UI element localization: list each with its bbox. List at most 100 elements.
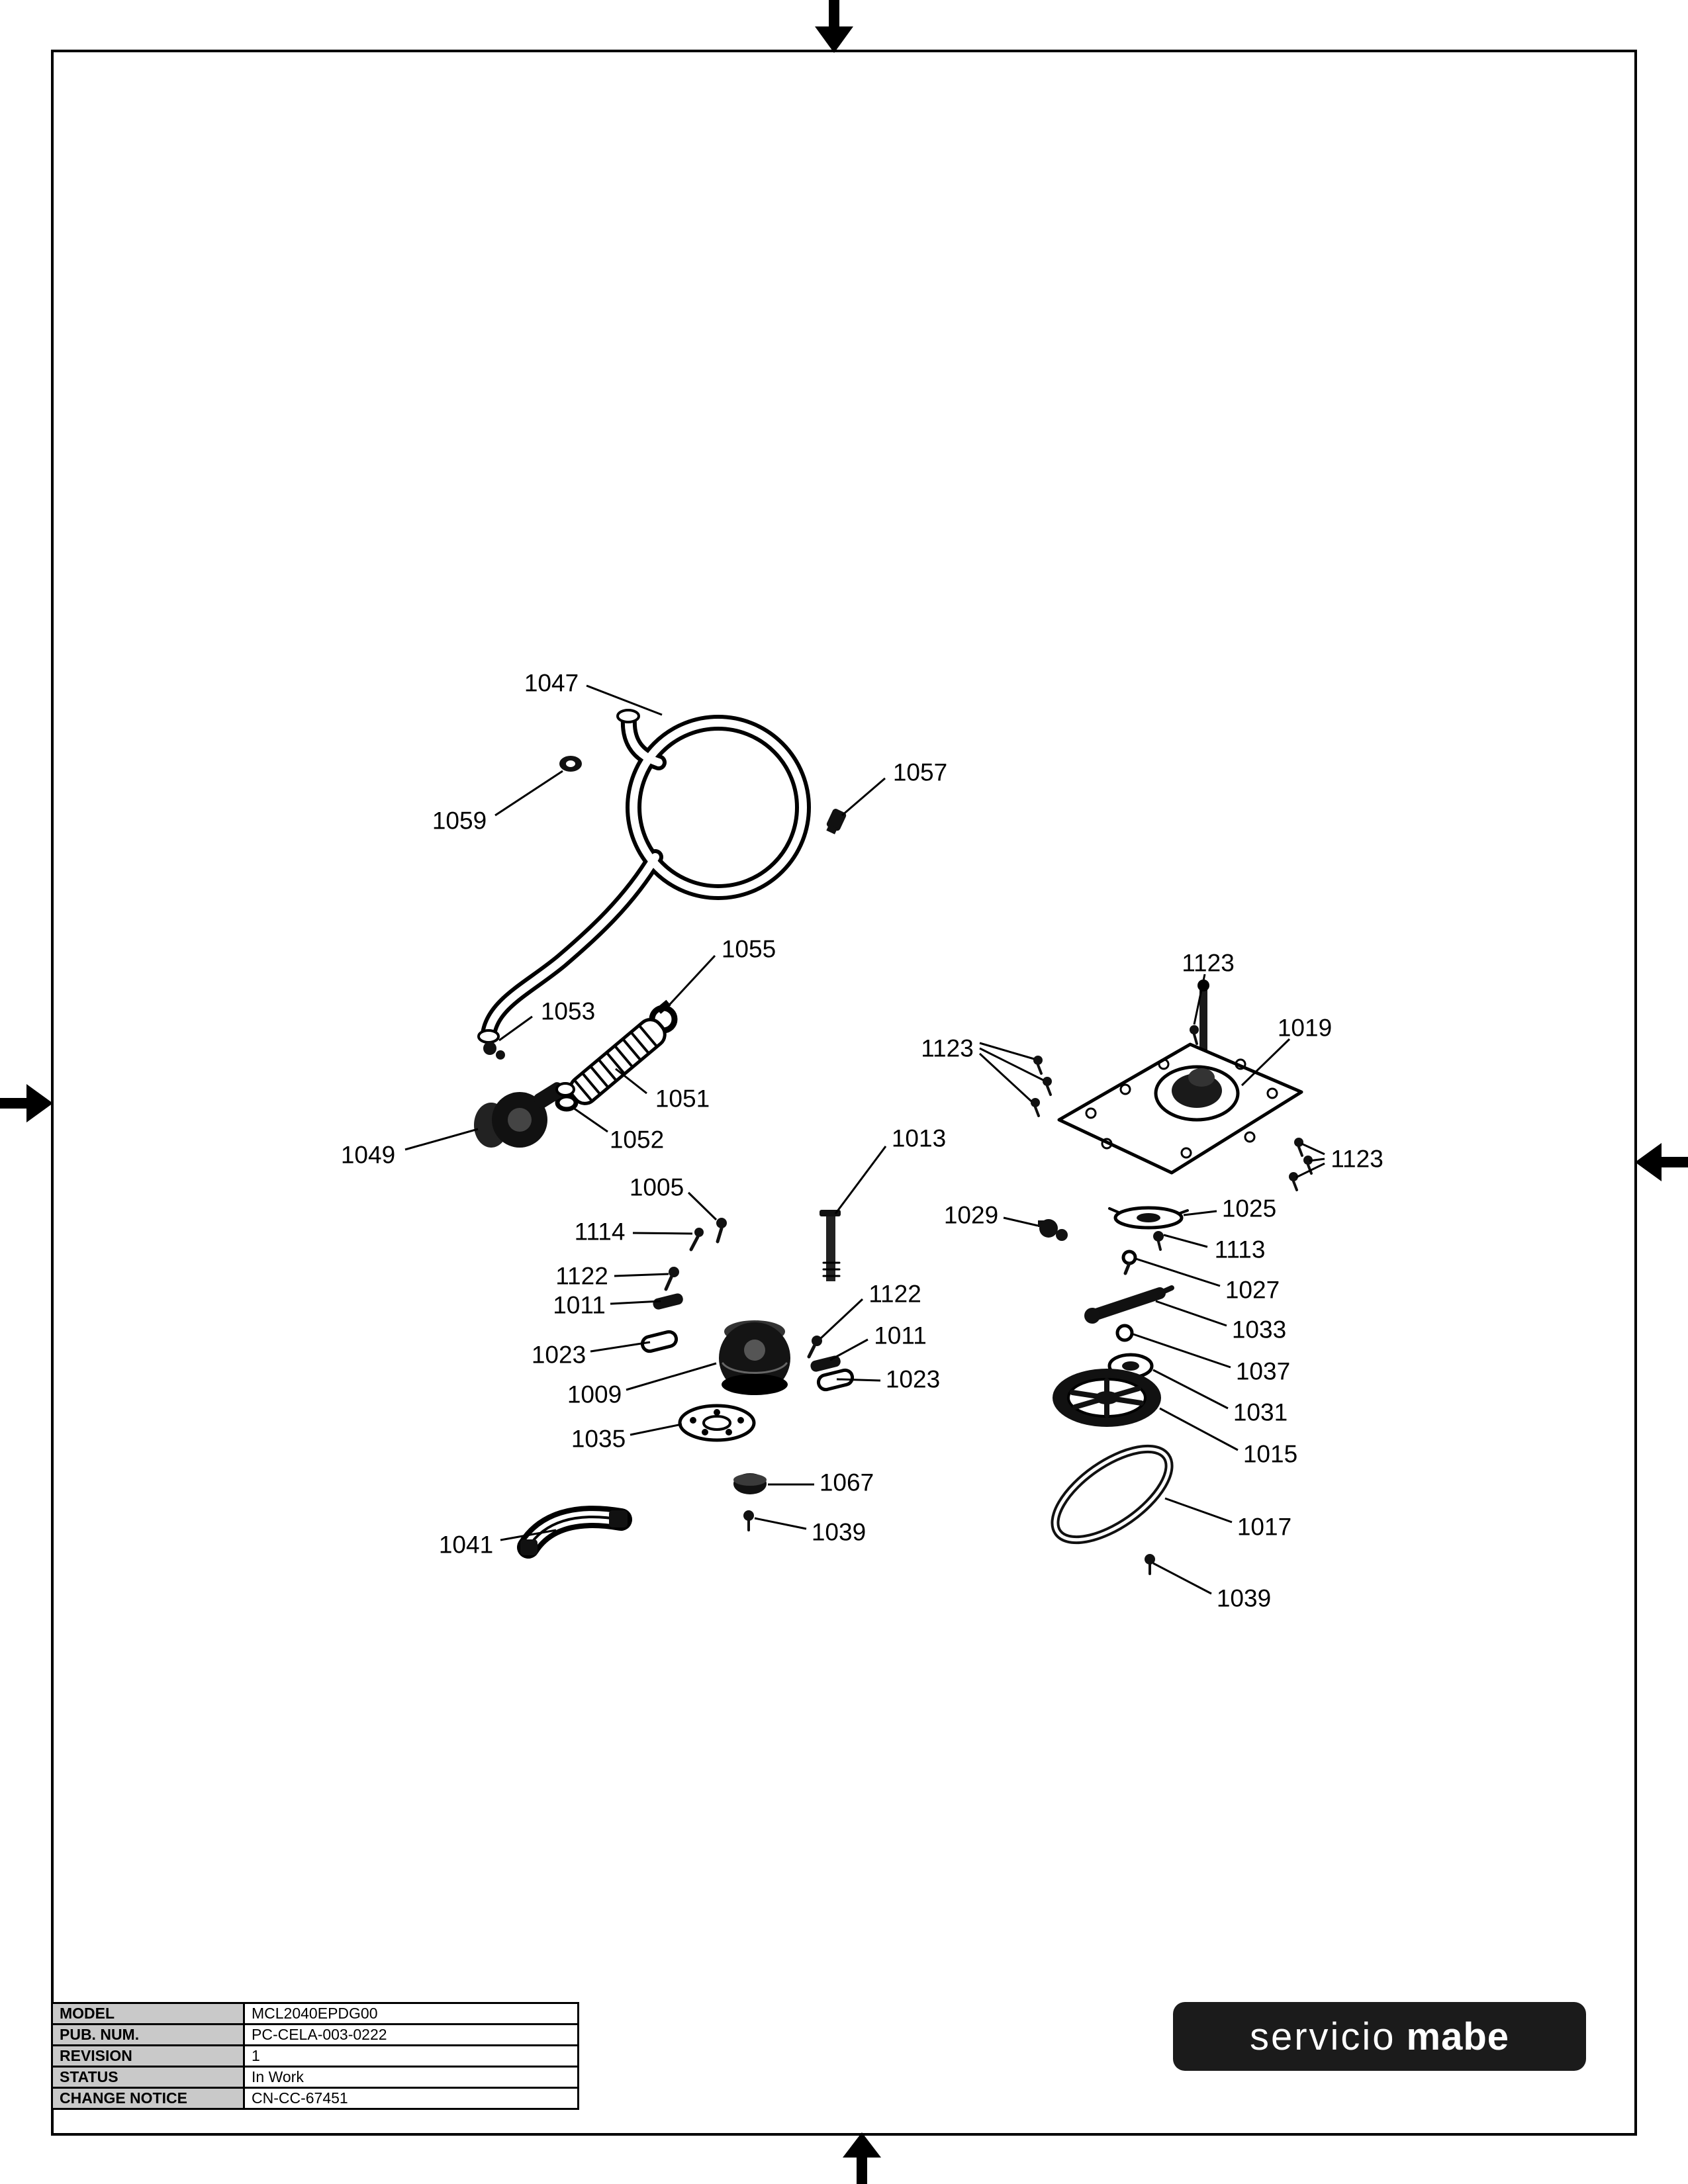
callout-label-1029: 1029 xyxy=(944,1202,998,1229)
part-screws-1123 xyxy=(1031,1025,1313,1191)
callout-leader-line xyxy=(1159,1407,1239,1451)
title-block-label: CHANGE NOTICE xyxy=(51,2087,245,2110)
title-block-label: PUB. NUM. xyxy=(51,2023,245,2046)
part-gear-plate xyxy=(1108,1206,1189,1230)
callout-label-1011: 1011 xyxy=(874,1322,927,1349)
part-bolt xyxy=(716,1218,727,1244)
callout-labels: 1047105910571055105310511052104910131005… xyxy=(341,670,1383,1612)
part-corrugated-hose xyxy=(569,1018,667,1105)
part-screw xyxy=(664,1267,679,1291)
callout-leader-line xyxy=(1301,1142,1325,1156)
callout-leader-line xyxy=(632,1232,693,1235)
part-clutch-disc xyxy=(678,1404,756,1442)
callout-label-1027: 1027 xyxy=(1225,1277,1280,1304)
callout-label-1039: 1039 xyxy=(812,1519,866,1546)
callout-label-1053: 1053 xyxy=(541,998,595,1025)
logo-word-mabe: mabe xyxy=(1406,2015,1510,2058)
callout-label-1031: 1031 xyxy=(1233,1399,1288,1426)
part-hose-bracket xyxy=(517,1506,632,1559)
callout-label-1122: 1122 xyxy=(868,1281,921,1308)
title-block-value: PC-CELA-003-0222 xyxy=(243,2023,579,2046)
callout-label-1067: 1067 xyxy=(820,1469,874,1496)
callout-label-1123: 1123 xyxy=(1331,1146,1383,1173)
part-screw xyxy=(689,1228,704,1251)
callout-label-1049: 1049 xyxy=(341,1142,395,1169)
part-mount-gasket xyxy=(816,1368,855,1392)
callout-label-1033: 1033 xyxy=(1232,1316,1286,1343)
callout-leader-line xyxy=(979,1047,1044,1081)
part-hose-clamp-lower xyxy=(483,1042,505,1060)
callout-leader-line xyxy=(494,770,563,817)
part-grommet xyxy=(559,756,582,772)
callout-leader-line xyxy=(1241,1038,1291,1087)
callout-label-1025: 1025 xyxy=(1222,1195,1276,1222)
callout-leader-line xyxy=(590,1341,651,1353)
callout-leader-line xyxy=(1152,1562,1212,1595)
callout-leader-line xyxy=(829,1338,868,1361)
callout-leader-line xyxy=(610,1300,661,1305)
callout-label-1122: 1122 xyxy=(555,1263,608,1290)
title-block-label: REVISION xyxy=(51,2044,245,2068)
callout-label-1035: 1035 xyxy=(571,1426,626,1453)
part-motor xyxy=(719,1320,790,1395)
callout-leader-line xyxy=(1155,1300,1227,1327)
callout-leader-line xyxy=(836,1378,881,1382)
part-mount-gasket xyxy=(640,1330,679,1353)
part-shift-bracket xyxy=(1038,1219,1068,1241)
callout-leader-line xyxy=(979,1042,1035,1060)
part-bolt xyxy=(1121,1250,1137,1275)
callout-leader-line xyxy=(573,1107,608,1133)
callout-leader-line xyxy=(626,1362,717,1391)
reg-arrow-top-icon xyxy=(815,0,853,53)
part-drive-belt xyxy=(1051,1444,1174,1545)
reg-arrow-left-icon xyxy=(0,1084,53,1122)
callout-leader-line xyxy=(1135,1257,1221,1287)
callout-leader-line xyxy=(1309,1158,1325,1162)
part-washer xyxy=(1153,1231,1164,1251)
part-drain-hose xyxy=(477,709,811,1044)
logo-word-servicio: servicio xyxy=(1249,2015,1396,2058)
callout-leader-line xyxy=(586,684,663,716)
part-transmission-assembly xyxy=(1057,979,1303,1175)
callout-label-1041: 1041 xyxy=(439,1531,493,1559)
callout-label-1039: 1039 xyxy=(1217,1585,1271,1612)
callout-label-1009: 1009 xyxy=(567,1381,622,1408)
callout-label-1013: 1013 xyxy=(892,1125,946,1152)
part-pulley xyxy=(1053,1369,1161,1427)
part-screw xyxy=(807,1336,822,1359)
part-drain-pump xyxy=(474,1082,575,1148)
callout-leader-line xyxy=(1164,1497,1233,1524)
callout-label-1011: 1011 xyxy=(553,1292,606,1319)
callout-leader-line xyxy=(404,1128,479,1151)
callout-leader-line xyxy=(500,1529,557,1541)
callout-leader-line xyxy=(841,777,886,817)
reg-arrow-right-icon xyxy=(1635,1143,1688,1181)
callout-leader-line xyxy=(754,1517,807,1530)
part-screw xyxy=(743,1510,754,1531)
part-motor-mount-pad xyxy=(653,1293,683,1310)
part-cap xyxy=(733,1473,767,1494)
callout-leader-line xyxy=(1152,1369,1229,1410)
callout-label-1113: 1113 xyxy=(1215,1236,1266,1263)
callout-leader-line xyxy=(834,1146,887,1214)
title-block-value: In Work xyxy=(243,2066,579,2089)
part-shift-lever xyxy=(1084,1285,1174,1324)
callout-label-1017: 1017 xyxy=(1237,1514,1291,1541)
callout-label-1123: 1123 xyxy=(1182,950,1235,977)
callout-leader-line xyxy=(615,1068,647,1095)
callout-leader-line xyxy=(1183,1210,1217,1216)
part-retaining-ring xyxy=(1115,1324,1134,1342)
servicio-mabe-logo: servicio mabe xyxy=(1173,2002,1586,2071)
part-agitator-shaft xyxy=(820,1210,841,1281)
callout-label-1037: 1037 xyxy=(1236,1358,1290,1385)
callout-leader-line xyxy=(663,954,716,1011)
callout-label-1055: 1055 xyxy=(722,936,776,963)
exploded-diagram xyxy=(474,709,1313,1575)
